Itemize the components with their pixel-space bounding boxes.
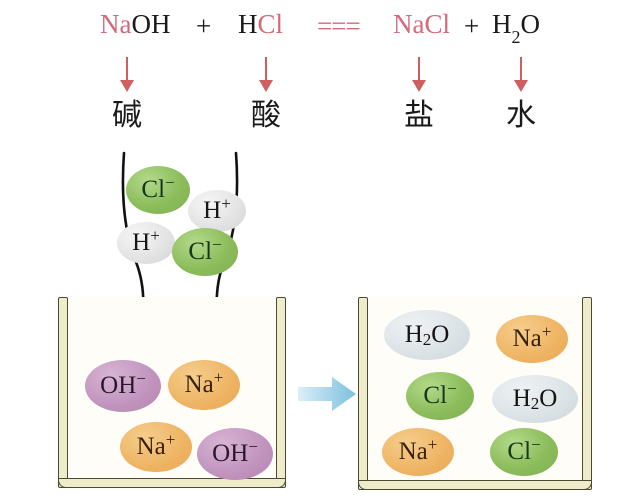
beaker-left-wall-left: [58, 297, 68, 488]
beaker-right-floor: [358, 480, 592, 490]
ion-charge: −: [165, 173, 175, 192]
ion-symbol: Cl: [423, 382, 448, 409]
ion-charge: −: [136, 369, 146, 388]
ion-na-plus: Na+: [496, 315, 568, 363]
ion-symbol: Na: [512, 325, 542, 352]
equation-plus-2: +: [464, 11, 480, 41]
beaker-right-wall-right: [582, 297, 592, 490]
ion-symbol: OH: [100, 372, 137, 399]
equation-hcl-h: H: [238, 9, 258, 39]
ion-symbol: OH: [212, 440, 249, 467]
molecule-symbol: H: [404, 321, 423, 348]
ion-charge: −: [531, 435, 541, 454]
equation-reactant-naoh: NaOH: [100, 11, 170, 38]
arrow-down-icon-acid: [258, 57, 274, 92]
molecule-subscript: 2: [422, 330, 432, 349]
arrow-shaft: [418, 57, 420, 85]
ion-h-plus: H+: [188, 190, 246, 232]
ion-symbol: Cl: [141, 176, 166, 203]
label-water: 水: [506, 98, 536, 133]
ion-charge: +: [150, 226, 160, 245]
beaker-right-wall-left: [358, 297, 368, 490]
molecule-symbol: H: [512, 385, 531, 412]
ion-charge: +: [165, 430, 176, 449]
ion-charge: +: [213, 368, 224, 387]
label-base: 碱: [112, 98, 142, 133]
equation-h2o-o: O: [520, 9, 541, 39]
ion-cl-minus: Cl−: [126, 166, 190, 214]
equation-h2o-h: H: [492, 9, 512, 39]
equation-product-nacl: NaCl: [393, 9, 450, 39]
beaker-left-wall-right: [276, 297, 286, 488]
ion-symbol: H: [203, 197, 222, 224]
ion-symbol: Na: [398, 438, 428, 465]
ion-cl-minus: Cl−: [172, 228, 238, 276]
ion-symbol: Cl: [507, 438, 532, 465]
arrow-shaft: [265, 57, 267, 85]
ion-cl-minus: Cl−: [406, 372, 474, 420]
equation-plus-1: +: [196, 11, 212, 41]
ion-na-plus: Na+: [168, 360, 240, 410]
arrow-shaft: [126, 57, 128, 85]
arrow-down-icon-salt: [411, 57, 427, 92]
ion-oh-minus: OH−: [85, 360, 161, 412]
arrow-down-icon-water: [513, 57, 529, 92]
arrow-head: [412, 80, 426, 92]
ion-cl-minus: Cl−: [490, 428, 558, 476]
ion-charge: −: [447, 379, 457, 398]
arrow-shaft: [520, 57, 522, 85]
molecule-subscript: 2: [530, 394, 540, 413]
ion-symbol: Na: [136, 433, 166, 460]
label-acid: 酸: [251, 98, 281, 133]
ion-charge: −: [248, 437, 258, 456]
equation-product-h2o: H2O: [492, 9, 541, 47]
ion-na-plus: Na+: [382, 428, 454, 476]
equation-hcl-cl: Cl: [257, 9, 284, 39]
ion-charge: +: [541, 322, 552, 341]
ion-h-plus: H+: [117, 222, 175, 264]
molecule-tail: O: [431, 321, 450, 348]
ion-na-plus: Na+: [120, 422, 192, 472]
ion-charge: −: [212, 235, 222, 254]
ion-charge: +: [221, 194, 231, 213]
equation-equals-sign: ===: [317, 11, 361, 41]
arrow-head: [120, 80, 134, 92]
ion-symbol: H: [132, 229, 151, 256]
arrow-head: [514, 80, 528, 92]
label-salt: 盐: [404, 98, 434, 133]
ion-charge: +: [427, 435, 438, 454]
ion-oh-minus: OH−: [197, 428, 273, 480]
equation-h2o-subscript: 2: [511, 27, 521, 48]
arrow-right-icon: [298, 377, 356, 411]
ion-symbol: Cl: [188, 238, 213, 265]
beaker-left-floor: [58, 478, 286, 488]
equation-naoh-na: Na: [100, 9, 132, 39]
equation-reactant-hcl: HCl: [238, 11, 283, 38]
ion-symbol: Na: [184, 371, 214, 398]
arrow-down-icon-base: [119, 57, 135, 92]
equation-naoh-oh: OH: [131, 9, 171, 39]
molecule-tail: O: [539, 385, 558, 412]
arrow-head: [259, 80, 273, 92]
